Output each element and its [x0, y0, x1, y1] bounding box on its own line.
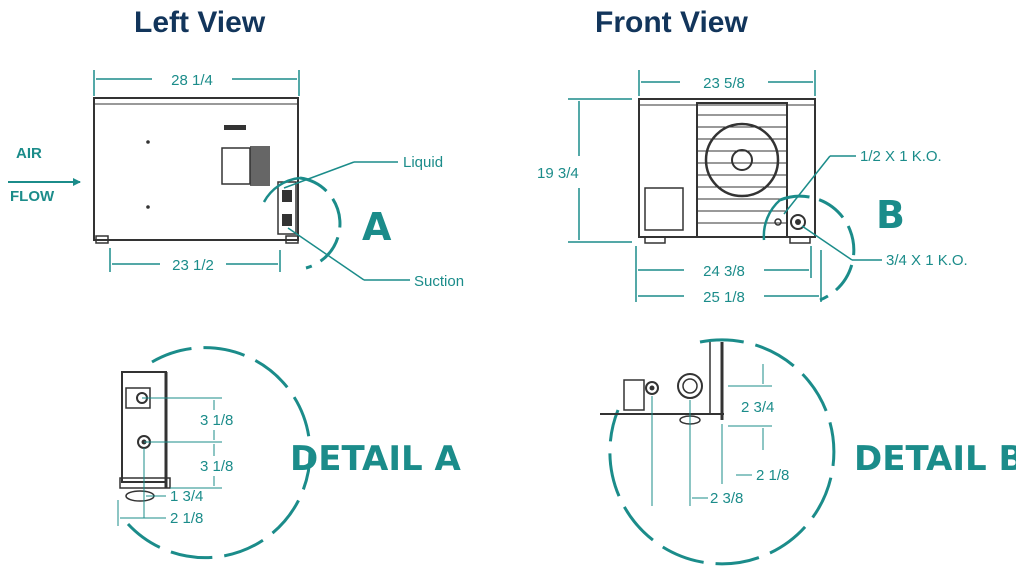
front-cabinet [638, 98, 816, 238]
electrical-box [221, 147, 251, 185]
condenser-coil [696, 102, 788, 238]
service-valves [277, 181, 297, 235]
left-base-dimension: 23 1/2 [172, 257, 214, 274]
ko-small-label: 1/2 X 1 K.O. [860, 148, 942, 165]
left-view-heading: Left View [134, 6, 266, 39]
compressor-box [644, 187, 684, 231]
front-height-dimension: 19 3/4 [537, 165, 579, 182]
detail-b-dim-2: 2 1/8 [756, 467, 789, 484]
detail-b: 2 3/4 2 1/8 2 3/8 DETAIL B [600, 338, 1016, 566]
detail-a-marker: A [362, 205, 392, 249]
detail-a: 3 1/8 3 1/8 1 3/4 2 1/8 DETAIL A [117, 346, 461, 560]
left-cabinet [93, 97, 299, 241]
nameplate [224, 125, 246, 130]
front-width-mid-dimension: 24 3/8 [703, 263, 745, 280]
air-label: AIR [16, 145, 42, 162]
detail-b-label: DETAIL B [854, 439, 1016, 479]
detail-a-label: DETAIL A [290, 439, 461, 479]
front-width-total-dimension: 25 1/8 [703, 289, 745, 306]
front-width-dimension: 23 5/8 [703, 75, 745, 92]
fan [704, 122, 780, 198]
flow-label: FLOW [10, 188, 55, 205]
detail-b-marker: B [876, 193, 905, 237]
detail-a-dim-3: 1 3/4 [170, 488, 203, 505]
front-view-heading: Front View [595, 6, 748, 39]
left-width-dimension: 28 1/4 [171, 72, 213, 89]
ko-large-label: 3/4 X 1 K.O. [886, 252, 968, 269]
detail-a-dim-1: 3 1/8 [200, 412, 233, 429]
detail-b-circle [608, 338, 836, 566]
suction-label: Suction [414, 273, 464, 290]
detail-b-dim-3: 2 3/8 [710, 490, 743, 507]
detail-a-dim-2: 3 1/8 [200, 458, 233, 475]
front-view: 23 5/8 19 3/4 [537, 70, 968, 306]
liquid-label: Liquid [403, 154, 443, 171]
detail-b-callout-circle [779, 194, 856, 302]
detail-a-dim-4: 2 1/8 [170, 510, 203, 527]
left-view: AIR FLOW 28 1/4 23 1/2 A [8, 70, 464, 290]
detail-a-circle [126, 346, 312, 560]
detail-a-callout-circle [299, 176, 342, 270]
detail-b-dim-1: 2 3/4 [741, 399, 774, 416]
